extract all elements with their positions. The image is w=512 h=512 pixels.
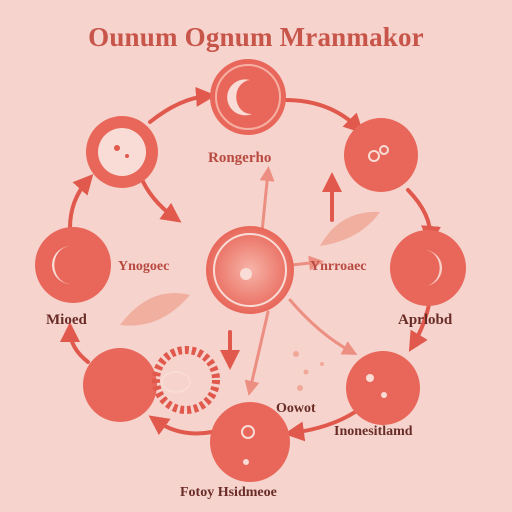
scatter-dots bbox=[293, 351, 324, 391]
label-right-middle: Ynrroaec bbox=[310, 259, 367, 274]
arrow-bottom-left-to-left bbox=[60, 322, 90, 364]
diagram-title: Ounum Ognum Mranmakor bbox=[88, 22, 424, 52]
node-bottom-left bbox=[83, 346, 220, 422]
arrow-center-right bbox=[290, 255, 324, 271]
node-top bbox=[210, 59, 286, 135]
label-bottom: Fotoy Hsidmeoe bbox=[180, 485, 277, 500]
arrow-left-to-top-left bbox=[68, 174, 94, 230]
label-far-left: Mioed bbox=[46, 312, 87, 328]
arrow-top-to-top-right bbox=[283, 98, 364, 134]
leaf-left bbox=[120, 293, 190, 326]
arrow-bottom-to-bottom-left bbox=[148, 415, 214, 436]
label-lower-center: Oowot bbox=[276, 401, 316, 416]
node-left bbox=[35, 227, 111, 303]
leaf-right bbox=[320, 211, 380, 246]
node-right bbox=[390, 230, 466, 306]
crescent-icon bbox=[227, 79, 252, 116]
node-top-left bbox=[86, 116, 158, 188]
arrow-center-down-right bbox=[288, 298, 358, 355]
label-lower-right: Inonesitlamd bbox=[334, 424, 413, 439]
node-top-right bbox=[344, 118, 418, 192]
node-bottom bbox=[210, 402, 290, 482]
label-left-middle: Ynogoec bbox=[118, 259, 170, 274]
arrow-top-left-to-top bbox=[148, 86, 216, 124]
arrow-center-down-left bbox=[244, 310, 270, 396]
node-center bbox=[206, 226, 294, 314]
label-upper-center: Rongerho bbox=[208, 150, 272, 166]
node-bottom-right bbox=[346, 351, 420, 425]
leaf-shapes bbox=[120, 211, 380, 326]
inner-arrows bbox=[220, 166, 358, 396]
arrow-top-left-inward bbox=[138, 173, 182, 223]
label-far-right: Aprlobd bbox=[398, 312, 453, 328]
arrow-center-up bbox=[259, 166, 275, 234]
arrow-bottom-right-to-bottom bbox=[284, 410, 357, 442]
